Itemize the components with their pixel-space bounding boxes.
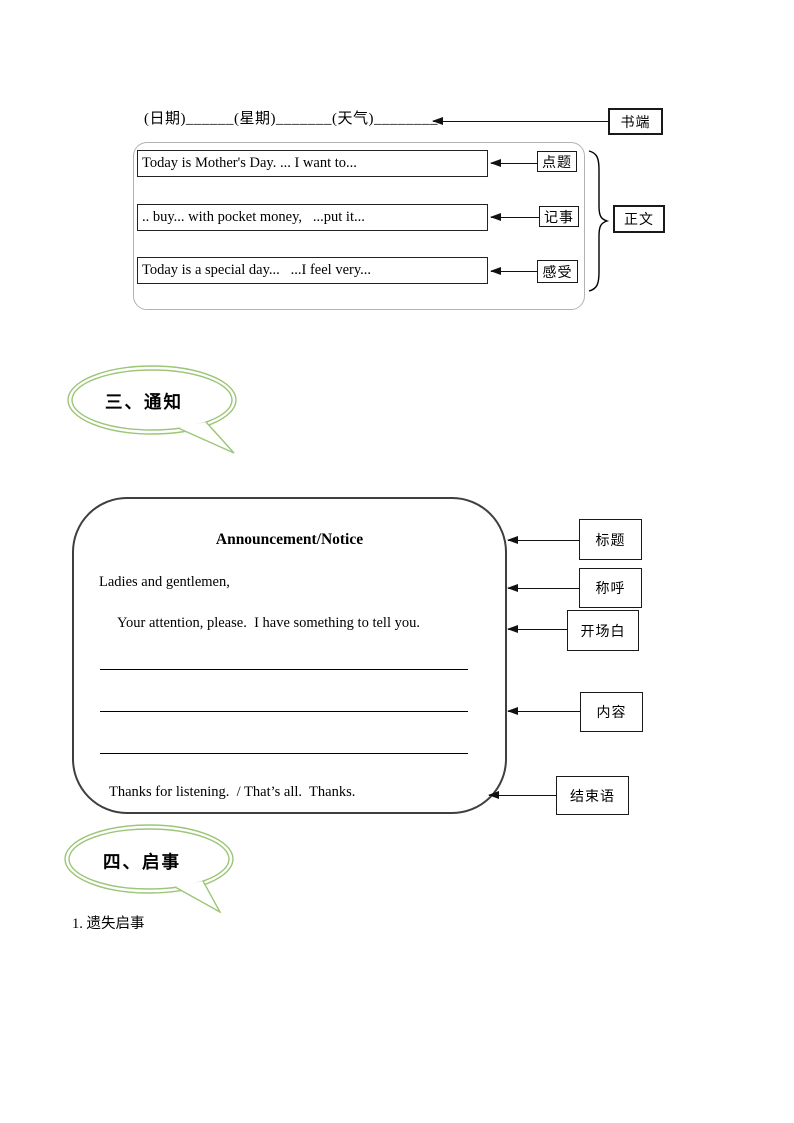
section-notice-bubble: 三、通知	[65, 364, 245, 456]
notice-box: Announcement/Notice Ladies and gentlemen…	[72, 497, 507, 814]
notice-salutation: Ladies and gentlemen,	[99, 574, 230, 590]
diary-row-2: .. buy... with pocket money, ...put it..…	[137, 204, 488, 231]
notice-content-arrow	[507, 706, 580, 715]
body-label-box: 正文	[613, 205, 665, 233]
notice-content-label: 内容	[580, 692, 643, 732]
diary-arrow-3	[490, 266, 537, 275]
diary-row-1: Today is Mother's Day. ... I want to...	[137, 150, 488, 177]
notice-closing-arrow	[488, 790, 556, 799]
notice-salutation-arrow	[507, 583, 579, 592]
diary-arrow-1	[490, 158, 537, 167]
notice-opening-label: 开场白	[567, 610, 639, 651]
notice-title-arrow	[507, 535, 579, 544]
lost-notice-item: 1. 遗失启事	[72, 916, 145, 932]
notice-content-line-1	[100, 669, 468, 670]
speech-bubble-icon	[67, 365, 237, 454]
notice-content-line-3	[100, 753, 468, 754]
diary-label-1: 点题	[537, 151, 577, 172]
diary-heading-line: (日期)______(星期)_______(天气)________	[144, 111, 438, 127]
notice-opening-arrow	[507, 624, 567, 633]
body-brace	[588, 150, 610, 292]
notice-title: Announcement/Notice	[215, 531, 364, 548]
notice-closing: Thanks for listening. / That’s all. Than…	[109, 784, 356, 800]
speech-bubble-icon	[64, 824, 234, 914]
notice-opening: Your attention, please. I have something…	[117, 615, 420, 631]
diary-label-2: 记事	[539, 206, 579, 227]
notice-content-line-2	[100, 711, 468, 712]
diary-row-3: Today is a special day... ...I feel very…	[137, 257, 488, 284]
section-qishi-bubble-title: 四、启事	[103, 852, 181, 872]
section-qishi-bubble: 四、启事	[62, 821, 242, 914]
notice-title-label: 标题	[579, 519, 642, 560]
diary-label-3: 感受	[537, 260, 578, 283]
diary-arrow-2	[490, 212, 539, 221]
section-notice-bubble-title: 三、通知	[105, 392, 183, 412]
shuduan-label-box: 书端	[608, 108, 663, 135]
notice-closing-label: 结束语	[556, 776, 629, 815]
shuduan-arrow	[432, 116, 608, 125]
notice-salutation-label: 称呼	[579, 568, 642, 608]
